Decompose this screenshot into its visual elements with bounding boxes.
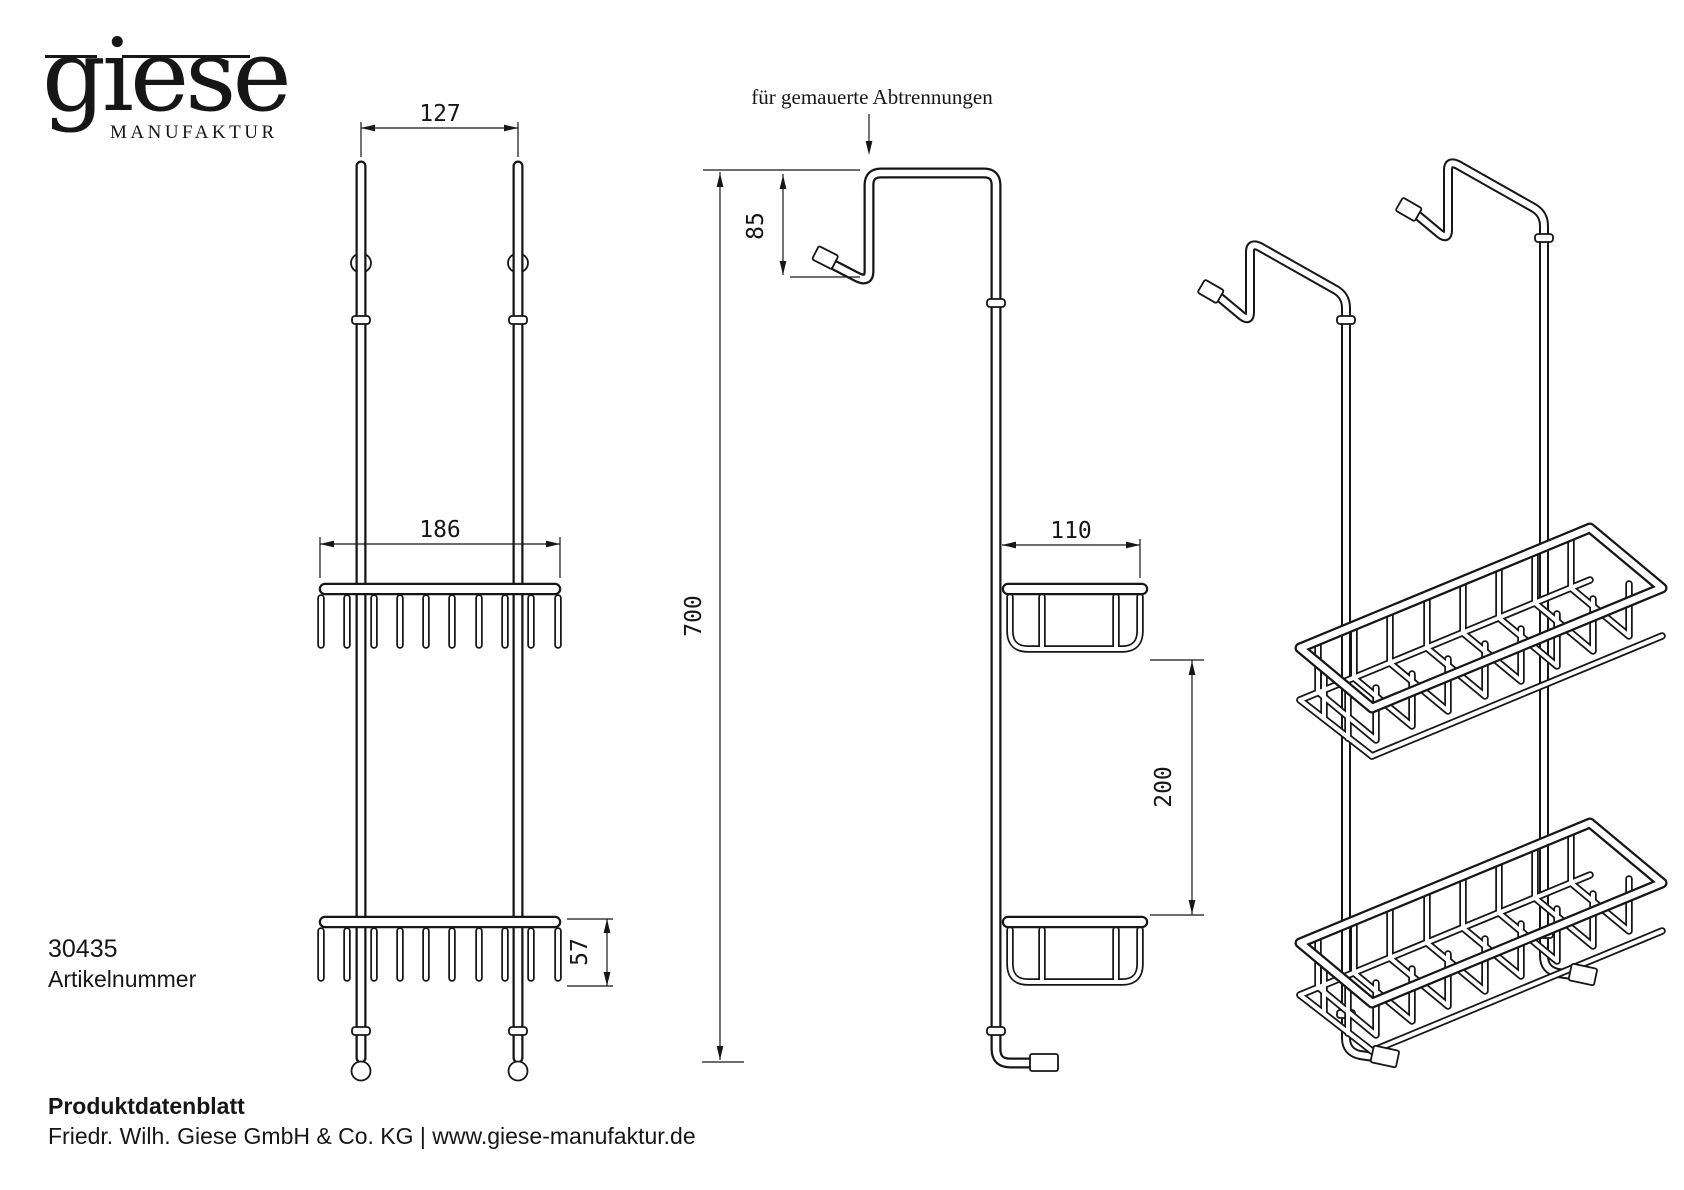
foot-cap (1369, 1044, 1400, 1069)
footer-doc-title: Produktdatenblatt (48, 1093, 245, 1119)
dimension-186: 186 (319, 517, 561, 578)
dim-label-85: 85 (743, 212, 769, 240)
collar (508, 1026, 528, 1036)
dim-label-57: 57 (567, 938, 593, 966)
annotation-text: für gemauerte Abtrennungen (751, 85, 993, 109)
logo-rule-right (122, 55, 250, 58)
footer-block: Produktdatenblatt Friedr. Wilh. Giese Gm… (48, 1092, 696, 1152)
dimension-110: 110 (1002, 518, 1141, 578)
foot-cap (1029, 1053, 1059, 1072)
collar (351, 315, 371, 325)
article-block: 30435 Artikelnummer (48, 934, 196, 994)
collar (351, 1026, 371, 1036)
dimension-700: 700 (681, 169, 860, 1063)
dim-label-200: 200 (1151, 766, 1177, 808)
footer-company-line: Friedr. Wilh. Giese GmbH & Co. KG | www.… (48, 1122, 696, 1149)
article-number: 30435 (48, 935, 118, 963)
dim-label-110: 110 (1050, 518, 1092, 544)
hook-tip-cap (811, 245, 839, 270)
dim-label-700: 700 (681, 595, 707, 637)
hook-tip-cap (1197, 279, 1225, 304)
annotation-leader: für gemauerte Abtrennungen (751, 85, 993, 155)
article-label: Artikelnummer (48, 966, 197, 993)
collar (1336, 315, 1356, 325)
ball-end (507, 1060, 529, 1082)
dim-label-127: 127 (419, 101, 461, 127)
collar (986, 1026, 1006, 1036)
ball-end (350, 1060, 372, 1082)
dimension-57: 57 (567, 918, 613, 987)
collar (508, 315, 528, 325)
side-view-drawing: für gemauerte Abtrennungen 700 85 (681, 85, 1204, 1072)
dimension-127: 127 (360, 101, 519, 157)
hook-tip-cap (1395, 197, 1423, 222)
logo-subtitle: MANUFAKTUR (110, 122, 278, 143)
logo-rule-left (45, 55, 97, 58)
dimension-200: 200 (1150, 659, 1204, 916)
dimension-85: 85 (743, 174, 860, 278)
collar (986, 298, 1006, 308)
dim-label-186: 186 (419, 517, 461, 543)
logo-brand-text: giese (42, 17, 292, 134)
collar (1534, 233, 1554, 243)
perspective-view-drawing (1197, 163, 1662, 1069)
front-view-drawing: 127 186 57 (319, 101, 613, 1082)
foot-cap (1567, 962, 1598, 987)
